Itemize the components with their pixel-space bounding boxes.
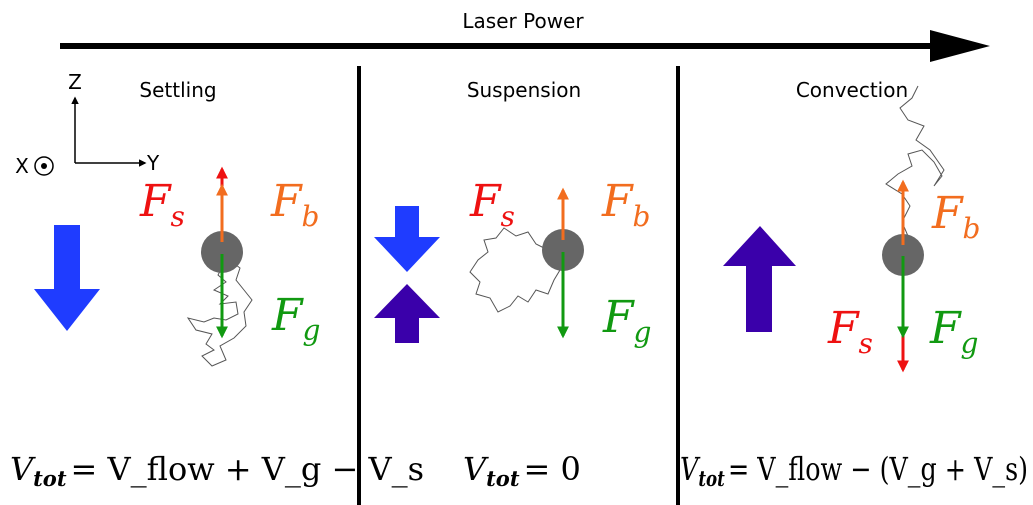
particle: [201, 231, 243, 273]
flow-up-arrow-icon: [374, 284, 440, 343]
panel-suspension: Suspension Fs Fb Fg Vtot= 0: [374, 78, 651, 491]
particle-trajectory: [186, 261, 253, 367]
force-label-gravity: Fg: [271, 290, 320, 347]
panel-title-suspension: Suspension: [467, 78, 581, 102]
y-axis-label: Y: [146, 151, 160, 175]
laser-power-label: Laser Power: [462, 9, 584, 33]
panel-convection: Convection Fb Fs Fg Vtot= V_flow − (V_g …: [680, 78, 1028, 491]
force-label-stokes: Fs: [139, 176, 185, 233]
force-label-gravity: Fg: [929, 303, 978, 360]
equation-settling: Vtot= V_flow + V_g − V_s: [10, 450, 424, 491]
x-axis-out-of-page-icon: [34, 156, 54, 176]
particle: [542, 229, 584, 271]
coordinate-axes: Z Y X: [15, 70, 160, 178]
force-label-buoyancy: Fb: [270, 176, 319, 233]
force-label-gravity: Fg: [602, 292, 651, 349]
panel-title-convection: Convection: [796, 78, 908, 102]
panel-title-settling: Settling: [139, 78, 216, 102]
particle: [882, 234, 924, 276]
particle-trajectory: [469, 227, 565, 313]
flow-down-arrow-icon: [34, 225, 100, 331]
force-label-stokes: Fs: [827, 303, 873, 360]
x-axis-label: X: [15, 154, 29, 178]
flow-down-arrow-icon: [374, 206, 440, 272]
particle-trajectory: [885, 85, 945, 251]
x-axis-dot-icon: [41, 163, 47, 169]
force-label-stokes: Fs: [469, 176, 515, 233]
flow-up-arrow-icon: [723, 226, 796, 332]
equation-suspension: Vtot= 0: [463, 450, 581, 491]
equation-convection: Vtot= V_flow − (V_g + V_s): [680, 450, 1028, 491]
force-label-buoyancy: Fb: [931, 188, 980, 245]
force-label-buoyancy: Fb: [601, 176, 650, 233]
panel-settling: Settling Fs Fb Fg Vtot= V_flow + V_g − V…: [10, 78, 424, 491]
laser-power-arrowhead: [930, 30, 990, 62]
z-axis-label: Z: [68, 70, 82, 94]
